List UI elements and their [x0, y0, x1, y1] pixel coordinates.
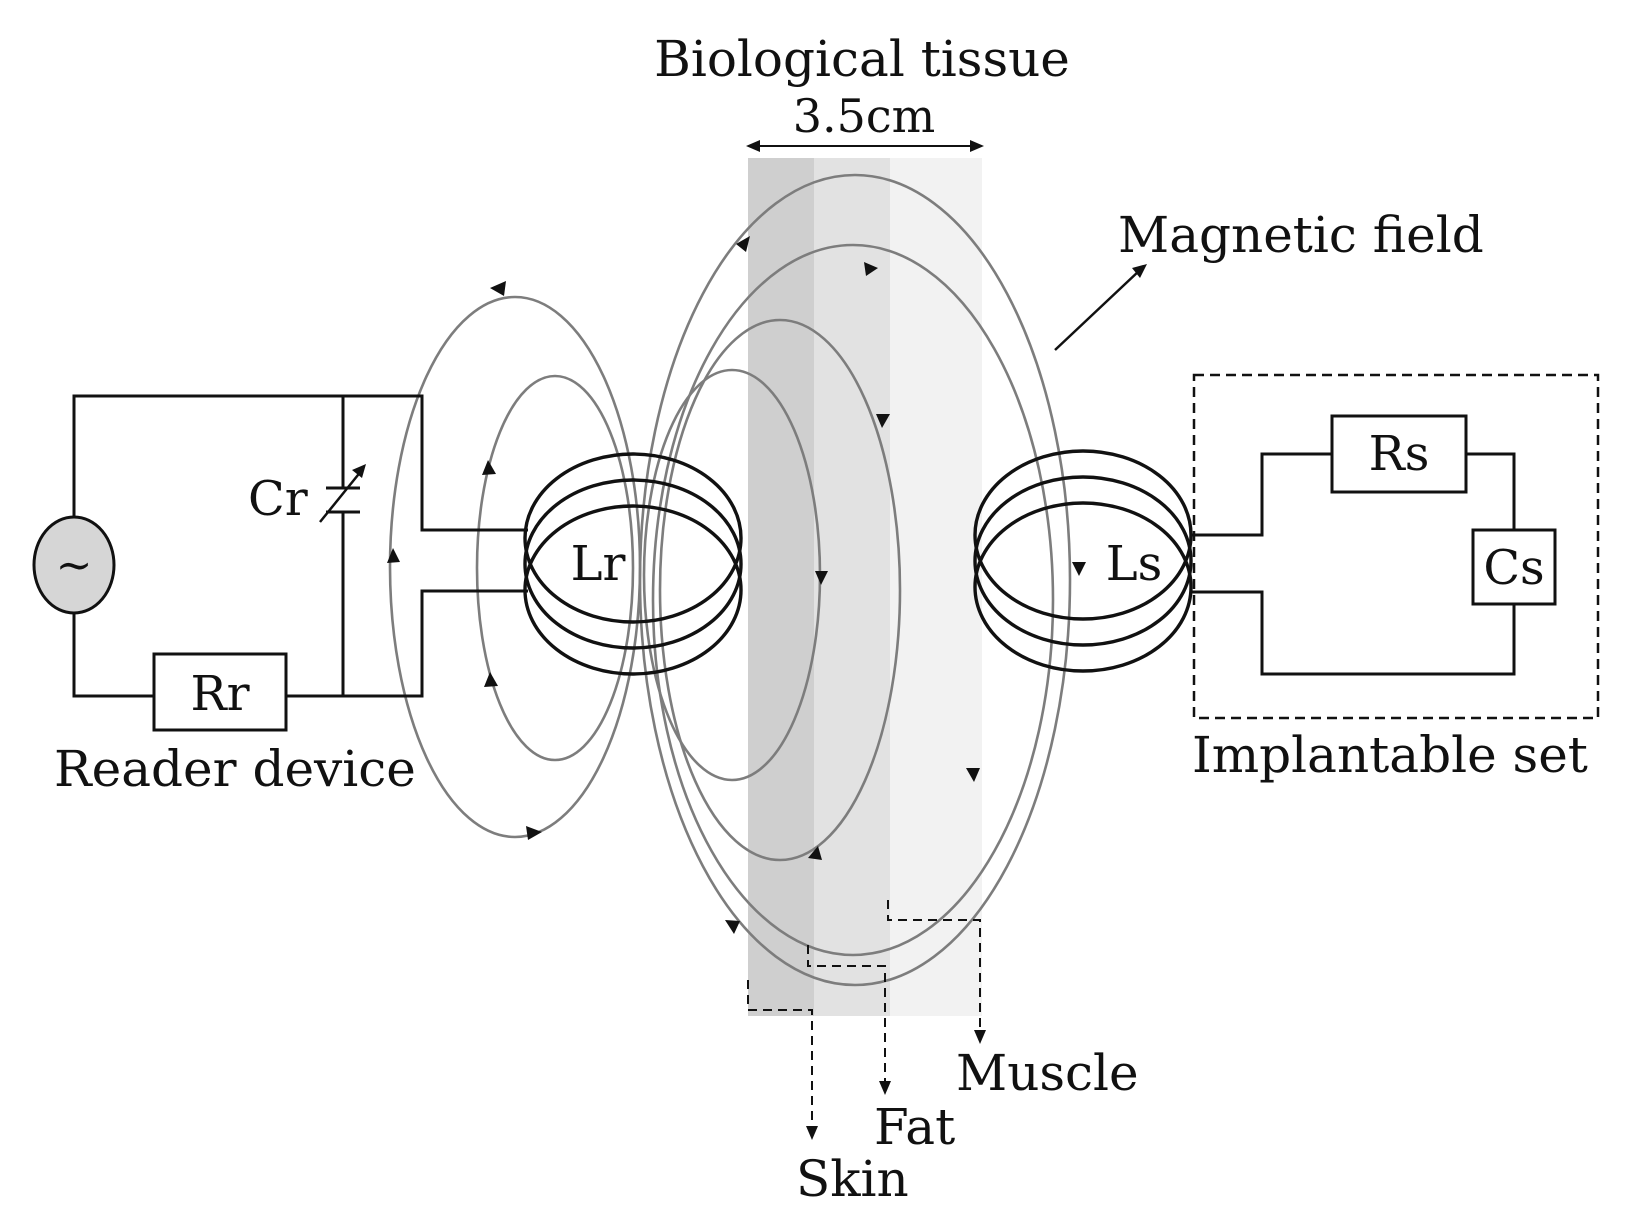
field-loop-mid: [658, 318, 902, 862]
layer-callouts: [747, 900, 986, 1140]
field-loop-large: [651, 243, 1055, 957]
implant-resistor-label: Rs: [1369, 426, 1430, 482]
reader-coil: [523, 452, 743, 676]
field-pointer: [1054, 264, 1147, 351]
implant-coil-label: Ls: [1106, 536, 1163, 592]
reader-capacitor-label: Cr: [248, 471, 308, 527]
reader-resistor-label: Rr: [190, 666, 249, 722]
thickness-label: 3.5cm: [793, 89, 936, 143]
ac-source-symbol: ~: [56, 540, 93, 591]
skin-layer: [748, 158, 814, 1016]
thickness-dimension: [746, 140, 984, 152]
tissue-title: Biological tissue: [654, 30, 1070, 88]
magnetic-field-lines: [387, 173, 1086, 987]
reader-resistor: [152, 652, 288, 732]
implant-resistor: [1330, 414, 1468, 494]
ac-source: [32, 515, 116, 615]
implant-capacitor-label: Cs: [1483, 540, 1544, 596]
fat-layer: [814, 158, 890, 1016]
muscle-layer: [890, 158, 982, 1016]
reader-label: Reader device: [54, 740, 416, 798]
field-loop-outer: [638, 173, 1072, 987]
reader-coil-label: Lr: [571, 536, 626, 592]
implant-label: Implantable set: [1192, 726, 1588, 784]
implant-circuit: [1190, 373, 1600, 720]
implant-boundary: [1192, 373, 1600, 720]
field-loop-left-inner: [475, 374, 635, 762]
reader-circuit: [72, 394, 528, 698]
tissue-block: [748, 158, 982, 1016]
muscle-label: Muscle: [956, 1044, 1139, 1102]
fat-label: Fat: [874, 1098, 955, 1156]
implant-capacitor: [1471, 528, 1557, 606]
skin-label: Skin: [796, 1150, 909, 1208]
field-label: Magnetic field: [1118, 206, 1484, 264]
